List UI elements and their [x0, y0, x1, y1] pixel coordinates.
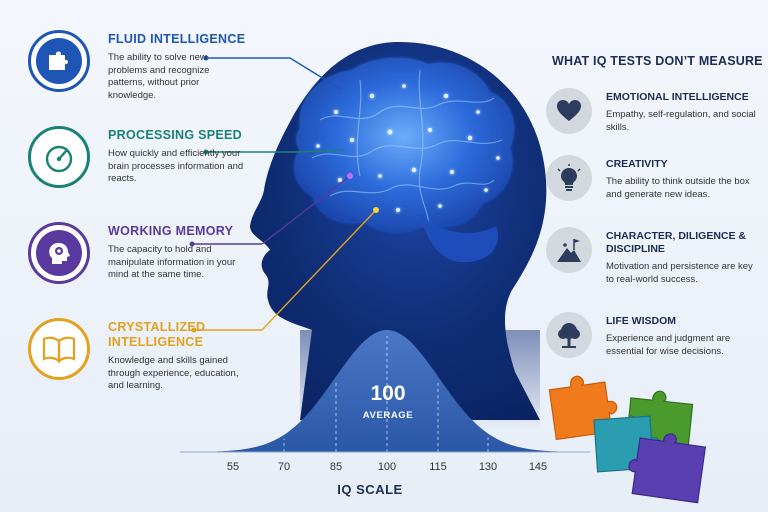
tree-icon	[558, 323, 580, 348]
heart-icon	[557, 100, 581, 121]
iq-bell-curve	[180, 330, 594, 455]
iq-tick-label: 115	[429, 461, 447, 473]
fluid-intelligence-title: FLUID INTELLIGENCE	[108, 32, 246, 46]
iq-tick-label: 145	[528, 461, 548, 473]
puzzle-piece-purple	[628, 433, 707, 504]
processing-speed-desc: How quickly and efficiently your brain p…	[108, 148, 244, 184]
working-memory-title: WORKING MEMORY	[108, 224, 234, 238]
lightbulb-icon	[557, 164, 581, 191]
mountain-flag-icon	[557, 239, 581, 262]
emotional-intelligence-title: EMOTIONAL INTELLIGENCE	[606, 91, 749, 103]
crystallized-intelligence-desc: Knowledge and skills gained through expe…	[108, 355, 239, 391]
iq-tick-label: 130	[478, 461, 498, 473]
average-value: 100	[370, 382, 406, 405]
fluid-intelligence-desc: The ability to solve new problems and re…	[108, 52, 210, 101]
iq-tick-label: 85	[329, 461, 343, 473]
head-gear-icon	[49, 242, 70, 264]
life-wisdom-desc: Experience and judgment are essential fo…	[606, 333, 731, 357]
crystallized-intelligence-title: CRYSTALLIZED INTELLIGENCE	[108, 320, 206, 349]
character-desc: Motivation and persistence are key to re…	[606, 261, 753, 285]
creativity-desc: The ability to think outside the box and…	[606, 176, 750, 200]
right-heading: WHAT IQ TESTS DON’T MEASURE	[552, 54, 763, 68]
processing-speed-title: PROCESSING SPEED	[108, 128, 242, 142]
open-book-icon	[42, 336, 76, 364]
puzzle-piece-icon	[49, 51, 68, 70]
puzzle-pieces	[548, 375, 707, 504]
iq-tick-label: 100	[377, 461, 397, 473]
connector-lines	[189, 55, 379, 333]
working-memory-desc: The capacity to hold and manipulate info…	[108, 244, 236, 280]
glowing-brain	[294, 57, 515, 263]
creativity-title: CREATIVITY	[606, 158, 668, 170]
average-label: AVERAGE	[362, 410, 414, 421]
iq-scale-title: IQ SCALE	[337, 482, 403, 497]
iq-tick-label: 70	[277, 461, 291, 473]
character-title: CHARACTER, DILIGENCE & DISCIPLINE	[606, 230, 747, 255]
iq-tick-label: 55	[226, 461, 240, 473]
life-wisdom-title: LIFE WISDOM	[606, 315, 676, 327]
speedometer-icon	[45, 145, 73, 173]
emotional-intelligence-desc: Empathy, self-regulation, and social ski…	[606, 109, 756, 133]
